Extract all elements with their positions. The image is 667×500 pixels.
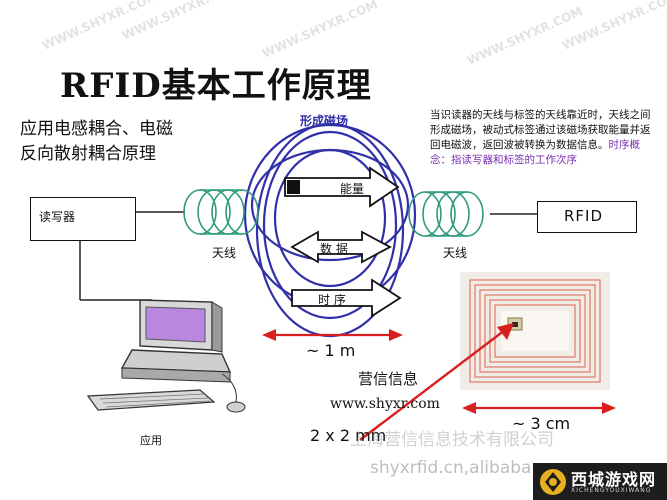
brand-badge[interactable]: 西城游戏网 XICHENGYOUXIWANG bbox=[533, 463, 667, 500]
description: 当识读器的天线与标签的天线靠近时，天线之间形成磁场，被动式标签通过该磁场获取能量… bbox=[430, 108, 658, 168]
energy-arrow bbox=[284, 166, 400, 208]
tag-width-arrow bbox=[462, 402, 616, 414]
chip-pointer-arrow bbox=[359, 323, 514, 441]
brand-name: 西城游戏网 bbox=[571, 470, 657, 489]
subtitle-line-2: 反向散射耦合原理 bbox=[20, 144, 156, 164]
field-label: 形成磁场 bbox=[300, 114, 349, 128]
page-title: RFID基本工作原理 bbox=[60, 66, 372, 106]
timing-arrow bbox=[291, 278, 402, 318]
brand-sub: XICHENGYOUXIWANG bbox=[571, 487, 652, 494]
timing-concept-link[interactable]: 时序概念：指读写器和标签的工作次序 bbox=[430, 139, 640, 166]
data-arrow bbox=[290, 230, 392, 264]
pc-label: 应用 bbox=[140, 434, 162, 447]
computer-illustration bbox=[86, 299, 246, 413]
distance-label: ~ 1 m bbox=[306, 341, 356, 360]
reader-box: 读写器 bbox=[30, 197, 136, 241]
energy-label: 能量 bbox=[340, 182, 365, 196]
right-antenna-label: 天线 bbox=[443, 246, 468, 260]
subtitle: 应用电感耦合、电磁 反向散射耦合原理 bbox=[20, 117, 173, 167]
rfid-tag-box: RFID bbox=[537, 201, 637, 233]
left-antenna-label: 天线 bbox=[212, 246, 237, 260]
rfid-tag-label: RFID bbox=[564, 207, 604, 225]
tag-width-label: ~ 3 cm bbox=[512, 414, 571, 433]
bottom-site-watermark: shyxrfid.cn,alibaba.com bbox=[370, 458, 574, 478]
data-label: 数 据 bbox=[320, 242, 348, 256]
timing-label: 时 序 bbox=[318, 293, 346, 307]
company-name-label: 营信信息 bbox=[358, 370, 419, 388]
description-text: 当识读器的天线与标签的天线靠近时，天线之间形成磁场，被动式标签通过该磁场获取能量… bbox=[430, 109, 651, 151]
distance-arrow bbox=[262, 329, 403, 341]
website-label: www.shyxr.com bbox=[330, 396, 440, 412]
left-antenna-coil bbox=[183, 189, 259, 235]
rfid-tag-photo bbox=[460, 272, 610, 390]
company-watermark: 上海营信信息技术有限公司 bbox=[350, 430, 554, 450]
chip-size-label: 2 x 2 mm bbox=[310, 426, 387, 445]
reader-label: 读写器 bbox=[39, 210, 76, 224]
right-antenna-coil bbox=[408, 191, 484, 237]
subtitle-line-1: 应用电感耦合、电磁 bbox=[20, 119, 173, 139]
brand-logo-icon bbox=[540, 469, 566, 495]
